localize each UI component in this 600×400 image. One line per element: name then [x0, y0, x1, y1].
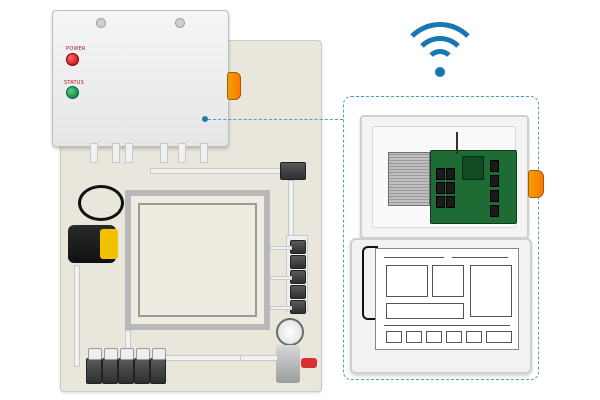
warning-beacon [227, 72, 241, 100]
diagram-block [446, 331, 462, 343]
power-label: POWER [66, 46, 86, 52]
diagram-block [386, 265, 428, 297]
solenoid-valve [290, 255, 306, 269]
diagram-block [426, 331, 442, 343]
pressure-regulator [276, 345, 300, 383]
power-button[interactable] [66, 53, 79, 66]
air-tube [240, 355, 278, 361]
diagram-block [470, 265, 512, 317]
callout-anchor-dot [202, 116, 208, 122]
diagram-line [384, 257, 444, 258]
relay [436, 168, 445, 180]
valve-fitting [136, 348, 150, 360]
diagram-block [486, 331, 512, 343]
relay [446, 168, 455, 180]
relay [490, 190, 499, 202]
pressure-gauge [276, 318, 304, 346]
diagram-block [386, 303, 464, 319]
air-tube [150, 168, 292, 174]
solenoid-valve [134, 358, 150, 384]
antenna [456, 132, 458, 154]
solenoid-valve [280, 162, 306, 180]
air-tube [270, 306, 292, 310]
diagram-line [384, 325, 510, 326]
cable-gland [160, 143, 168, 163]
regulator-knob [301, 358, 317, 368]
warning-beacon [528, 170, 544, 198]
test-frame-inner [138, 203, 257, 317]
wifi-dot [435, 67, 445, 77]
status-label: STATUS [64, 80, 84, 86]
solenoid-valve [290, 285, 306, 299]
wifi-arc-inner [425, 49, 455, 79]
wifi-arc-middle [412, 36, 468, 92]
air-tube [288, 180, 294, 237]
solenoid-valve [86, 358, 102, 384]
test-frame [125, 190, 270, 330]
diagram-block [466, 331, 482, 343]
relay [446, 182, 455, 194]
cable-gland [125, 143, 133, 163]
wifi-arc-outer [398, 22, 482, 106]
air-tube [74, 265, 80, 367]
screw [175, 18, 185, 28]
relay [436, 182, 445, 194]
solenoid-valve [290, 240, 306, 254]
valve-fitting [120, 348, 134, 360]
air-tube [270, 246, 292, 250]
valve-fitting [152, 348, 166, 360]
diagram-block [432, 265, 464, 297]
wiring-diagram-sheet [375, 248, 519, 350]
cable-gland [178, 143, 186, 163]
valve-fitting [104, 348, 118, 360]
cable-gland [200, 143, 208, 163]
status-button[interactable] [66, 86, 79, 99]
pump-coupling [100, 229, 118, 259]
wifi-icon [398, 22, 482, 84]
relay [490, 160, 499, 172]
screw [96, 18, 106, 28]
cable-coil [78, 185, 124, 221]
solenoid-valve [150, 358, 166, 384]
microcontroller [462, 156, 484, 180]
power-supply-unit [388, 152, 430, 206]
solenoid-valve [290, 300, 306, 314]
cable-gland [112, 143, 120, 163]
control-box [52, 10, 229, 147]
diagram-line [452, 257, 508, 258]
cable-gland [90, 143, 98, 163]
callout-connector [208, 119, 343, 120]
relay [446, 196, 455, 208]
air-tube [270, 276, 292, 280]
diagram-block [386, 331, 402, 343]
diagram-block [406, 331, 422, 343]
cable-loop [362, 246, 378, 320]
relay [490, 175, 499, 187]
relay [490, 205, 499, 217]
relay [436, 196, 445, 208]
solenoid-valve [102, 358, 118, 384]
valve-fitting [88, 348, 102, 360]
solenoid-valve [118, 358, 134, 384]
solenoid-valve [290, 270, 306, 284]
